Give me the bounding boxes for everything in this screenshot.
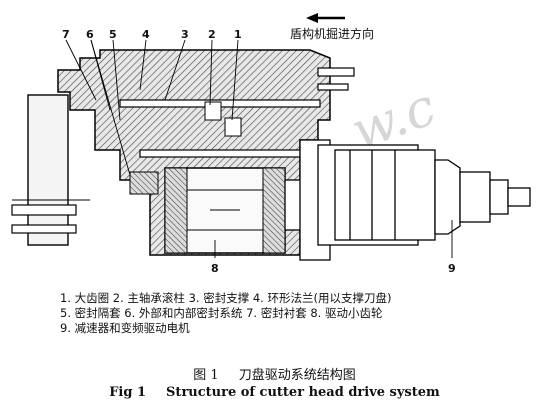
legend-line-1: 1. 大齿圈 2. 主轴承滚柱 3. 密封支撑 4. 环形法兰(用以支撑刀盘) (60, 291, 392, 305)
caption-chinese: 图 1 刀盘驱动系统结构图 (0, 364, 549, 383)
part-number-7: 7 (62, 28, 70, 41)
caption-en-figure-number: Fig 1 (109, 385, 147, 400)
part-number-1: 1 (234, 28, 242, 41)
part-number-2: 2 (208, 28, 216, 41)
legend-line-2: 5. 密封隔套 6. 外部和内部密封系统 7. 密封衬套 8. 驱动小齿轮 (60, 306, 383, 320)
caption-cn-title: 刀盘驱动系统结构图 (238, 368, 356, 383)
part-number-3: 3 (181, 28, 189, 41)
cutter-head-drive-drawing: w.c 盾构机掘进方向 (11, 13, 531, 275)
caption-en-title: Structure of cutter head drive system (166, 385, 440, 400)
advance-direction-indicator: 盾构机掘进方向 (290, 13, 374, 41)
part-number-5: 5 (109, 28, 117, 41)
caption-cn-figure-number: 图 1 (193, 368, 219, 383)
part-number-9: 9 (448, 262, 456, 275)
drive-pinion (164, 167, 286, 254)
part-number-6: 6 (86, 28, 94, 41)
direction-label: 盾构机掘进方向 (290, 26, 374, 41)
legend-line-3: 9. 减速器和变频驱动电机 (60, 321, 190, 335)
reducer-and-motor (334, 149, 531, 241)
caption-english: Fig 1 Structure of cutter head drive syst… (0, 385, 549, 400)
part-number-8: 8 (211, 262, 219, 275)
leader-lines (65, 39, 453, 258)
part-number-4: 4 (142, 28, 150, 41)
